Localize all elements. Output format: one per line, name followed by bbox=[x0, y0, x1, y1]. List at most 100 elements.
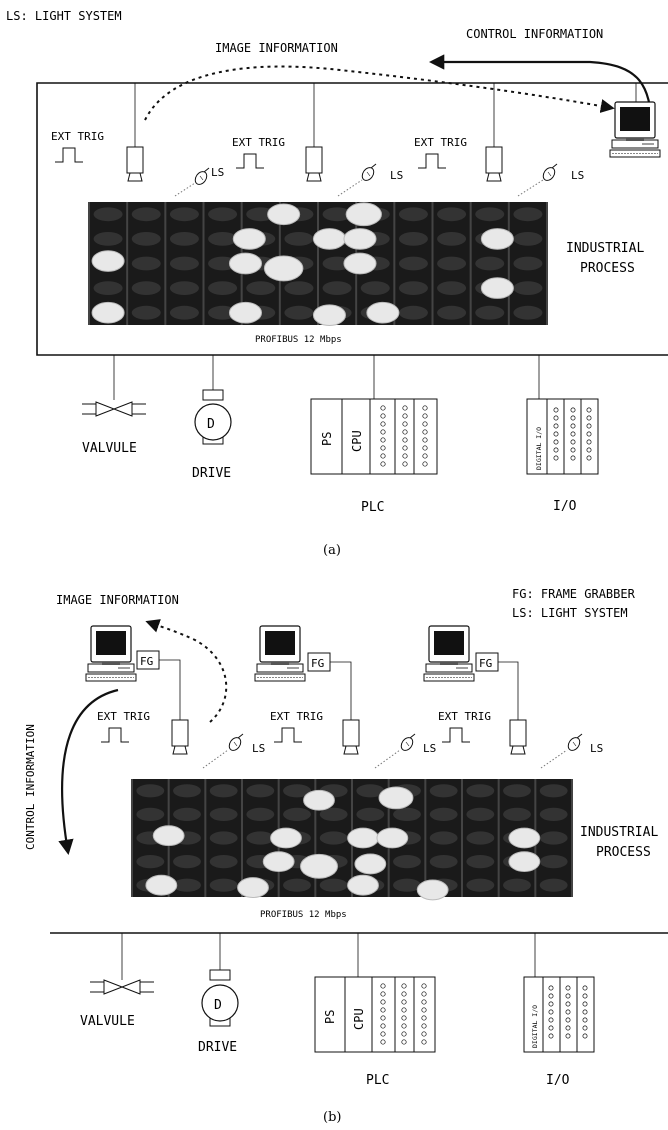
object-on-belt bbox=[417, 880, 448, 900]
panel-b: FG: FRAME GRABBER LS: LIGHT SYSTEM IMAGE… bbox=[24, 587, 668, 1125]
io-point bbox=[554, 440, 558, 444]
object-on-belt bbox=[355, 854, 386, 874]
belt-hole bbox=[132, 232, 161, 246]
io-label: I/O bbox=[546, 1073, 570, 1088]
ls-label: LS bbox=[590, 742, 603, 755]
legend-fg-b: FG: FRAME GRABBER bbox=[512, 587, 636, 601]
io-point bbox=[549, 1034, 553, 1038]
io-point bbox=[583, 1010, 587, 1014]
ext-trig-label: EXT TRIG bbox=[51, 130, 104, 143]
belt-hole bbox=[94, 281, 123, 295]
belt-hole bbox=[466, 784, 494, 797]
digital-io-label: DIGITAL I/O bbox=[535, 427, 543, 470]
belt-hole bbox=[437, 306, 466, 320]
io-point bbox=[403, 438, 407, 442]
belt-hole bbox=[208, 281, 237, 295]
belt-hole bbox=[94, 232, 123, 246]
belt-hole bbox=[136, 808, 164, 821]
object-on-belt bbox=[348, 875, 379, 895]
belt-hole bbox=[170, 281, 199, 295]
belt-hole bbox=[284, 281, 313, 295]
belt-hole bbox=[503, 879, 531, 892]
io-point bbox=[381, 414, 385, 418]
belt-hole bbox=[136, 784, 164, 797]
io-point bbox=[566, 994, 570, 998]
belt-hole bbox=[246, 784, 274, 797]
computer-icon bbox=[610, 102, 660, 157]
io-point bbox=[381, 406, 385, 410]
io-point bbox=[583, 986, 587, 990]
belt-hole bbox=[503, 808, 531, 821]
object-on-belt bbox=[313, 229, 345, 250]
io-point bbox=[583, 1002, 587, 1006]
belt-hole bbox=[170, 232, 199, 246]
io-point bbox=[549, 994, 553, 998]
lamp-icon bbox=[193, 168, 209, 187]
io-point bbox=[402, 1016, 406, 1020]
object-on-belt bbox=[238, 878, 269, 898]
belt-hole bbox=[399, 306, 428, 320]
io-point bbox=[566, 1002, 570, 1006]
belt-hole bbox=[132, 306, 161, 320]
io-point bbox=[422, 984, 426, 988]
belt-hole bbox=[540, 784, 568, 797]
io-point bbox=[587, 432, 591, 436]
belt-hole bbox=[283, 879, 311, 892]
io-point bbox=[587, 448, 591, 452]
belt-hole bbox=[132, 281, 161, 295]
io-point bbox=[554, 424, 558, 428]
io-point bbox=[566, 1034, 570, 1038]
valve-icon bbox=[82, 402, 146, 416]
belt-hole bbox=[210, 808, 238, 821]
object-on-belt bbox=[146, 875, 177, 895]
io-point bbox=[566, 986, 570, 990]
object-on-belt bbox=[344, 229, 376, 250]
ext-trig-label: EXT TRIG bbox=[438, 710, 491, 723]
io-point bbox=[583, 994, 587, 998]
belt-hole bbox=[540, 831, 568, 844]
io-point bbox=[583, 1026, 587, 1030]
io-point bbox=[554, 432, 558, 436]
belt-hole bbox=[466, 831, 494, 844]
io-point bbox=[381, 1008, 385, 1012]
object-on-belt bbox=[377, 828, 408, 848]
belt-hole bbox=[540, 855, 568, 868]
object-on-belt bbox=[367, 302, 399, 323]
cpu-label: CPU bbox=[352, 1008, 366, 1030]
io-point bbox=[571, 424, 575, 428]
io-point bbox=[587, 408, 591, 412]
belt-hole bbox=[503, 784, 531, 797]
io-point bbox=[381, 1016, 385, 1020]
io-point bbox=[571, 456, 575, 460]
io-point bbox=[571, 432, 575, 436]
object-on-belt bbox=[379, 787, 413, 809]
io-point bbox=[423, 438, 427, 442]
valvule-label: VALVULE bbox=[80, 1014, 135, 1029]
belt-hole bbox=[170, 306, 199, 320]
belt-hole bbox=[513, 257, 542, 271]
belt-hole bbox=[475, 306, 504, 320]
belt-hole bbox=[94, 207, 123, 221]
belt-hole bbox=[320, 831, 348, 844]
io-point bbox=[422, 1024, 426, 1028]
belt-hole bbox=[393, 808, 421, 821]
io-point bbox=[403, 454, 407, 458]
valve-icon bbox=[90, 980, 154, 994]
io-point bbox=[422, 992, 426, 996]
io-point bbox=[381, 438, 385, 442]
object-on-belt bbox=[233, 229, 265, 250]
image-arrow-b bbox=[148, 622, 226, 722]
io-point bbox=[403, 406, 407, 410]
belt-hole bbox=[320, 879, 348, 892]
io-point bbox=[402, 984, 406, 988]
belt-hole bbox=[132, 257, 161, 271]
object-on-belt bbox=[301, 854, 338, 878]
belt-hole bbox=[540, 808, 568, 821]
object-on-belt bbox=[481, 229, 513, 250]
object-on-belt bbox=[92, 251, 124, 272]
io-point bbox=[403, 446, 407, 450]
plc-label: PLC bbox=[366, 1073, 389, 1088]
io-point bbox=[571, 440, 575, 444]
belt-hole bbox=[246, 831, 274, 844]
object-on-belt bbox=[264, 256, 302, 281]
